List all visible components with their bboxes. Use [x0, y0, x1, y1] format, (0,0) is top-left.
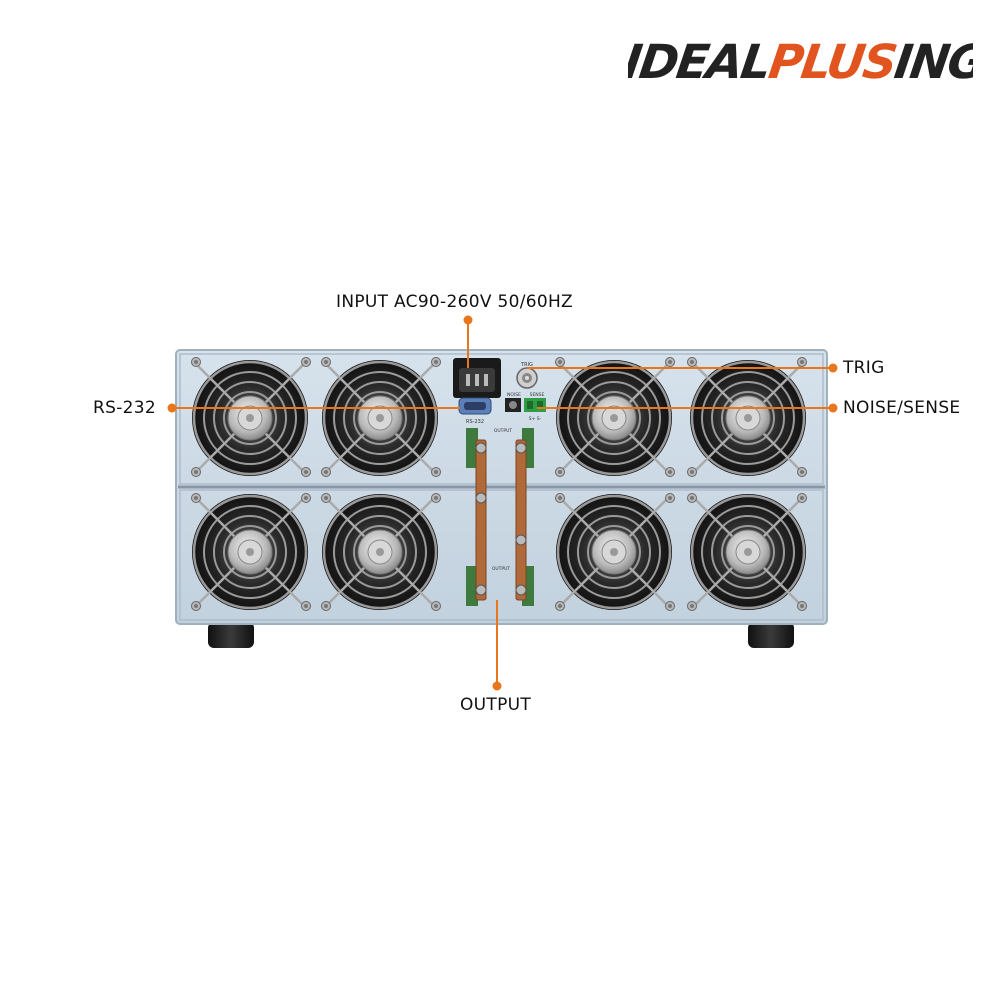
fan-icon	[688, 492, 808, 612]
foot-right	[748, 622, 794, 648]
callout-trig-label: TRIG	[843, 358, 885, 378]
logo-part-plus: PLUS	[765, 36, 899, 84]
callout-rs232-label: RS-232	[93, 398, 156, 418]
fan-icon	[688, 358, 808, 478]
noise-port-label: NOISE	[507, 392, 521, 398]
noise-sense-terminal: NOISE SENSE S+ S-	[505, 392, 546, 422]
chassis-top-section	[179, 353, 824, 485]
rs232-port-label: RS-232	[466, 419, 484, 425]
ac-power-inlet	[453, 358, 501, 398]
fan-icon	[190, 492, 310, 612]
fan-icon	[554, 358, 674, 478]
trig-port-label: TRIG	[520, 362, 533, 368]
output-terminals: OUTPUT OUTPUT	[466, 428, 534, 606]
fan-icon	[554, 492, 674, 612]
logo-part-ideal: IDEAL	[628, 36, 773, 84]
rs232-port: RS-232	[458, 397, 492, 425]
fan-icon	[320, 492, 440, 612]
sense-terminal-marks: S+ S-	[529, 416, 542, 422]
chassis-bottom-section	[179, 489, 824, 621]
callout-input-label: INPUT AC90-260V 50/60HZ	[336, 292, 573, 312]
fan-icon	[320, 358, 440, 478]
callout-noise-sense-label: NOISE/SENSE	[843, 398, 961, 418]
callout-lines	[167, 315, 838, 691]
callout-output-label: OUTPUT	[460, 695, 532, 715]
svg-text:IDEALPLUSING: IDEALPLUSING	[628, 36, 973, 84]
output-port-label: OUTPUT	[494, 428, 513, 434]
foot-left	[208, 622, 254, 648]
brand-logo: IDEALPLUSING	[628, 36, 973, 84]
logo-part-ing: ING	[891, 36, 973, 84]
output-port-label-2: OUTPUT	[492, 566, 511, 572]
fan-icon	[190, 358, 310, 478]
sense-port-label: SENSE	[530, 392, 545, 398]
